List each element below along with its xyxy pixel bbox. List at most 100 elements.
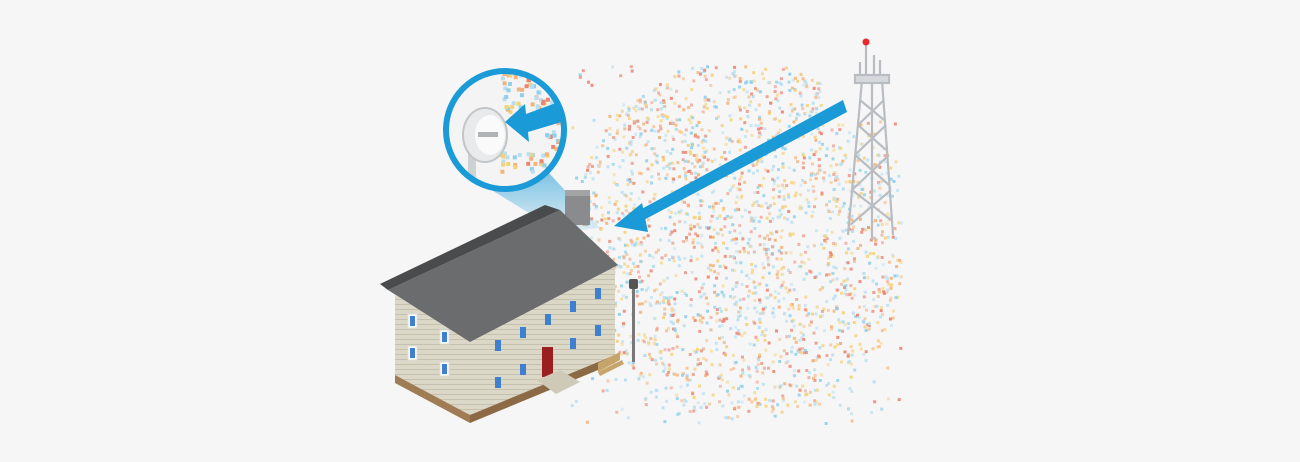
signal-dot [702,282,706,286]
signal-dot [889,166,893,170]
signal-dot [835,305,839,309]
signal-dot [662,296,666,300]
signal-dot [709,268,713,272]
signal-dot [824,422,828,425]
signal-dot [878,186,882,190]
signal-dot [821,309,824,313]
signal-dot [784,286,788,290]
signal-dot [637,196,641,200]
signal-dot [867,324,871,328]
signal-dot [500,76,505,81]
signal-dot [625,146,629,150]
signal-dot [718,163,722,167]
signal-dot [644,336,648,340]
signal-dot [870,410,874,414]
signal-dot [551,145,556,149]
signal-dot [645,116,649,120]
signal-dot [645,180,649,184]
signal-dot [691,116,695,120]
signal-dot [897,398,901,402]
signal-dot [659,238,662,242]
signal-dot [750,400,754,404]
signal-dot [660,261,663,265]
signal-dot [767,138,770,142]
signal-dot [873,400,877,404]
signal-dot [585,420,589,424]
signal-dot [748,103,752,107]
signal-dot [878,165,882,169]
signal-dot [706,275,710,279]
signal-dot [563,152,564,157]
signal-dot [678,118,682,122]
signal-dot [862,193,866,197]
signal-dot [703,292,707,296]
signal-dot [805,198,809,202]
signal-dot [715,247,719,251]
signal-dot [813,379,817,382]
signal-dot [612,149,616,152]
signal-dot [873,304,877,308]
signal-dot [639,241,643,244]
signal-dot [631,361,635,365]
signal-dot [800,206,804,210]
signal-dot [738,188,742,192]
signal-dot [763,334,767,337]
signal-dot [513,75,518,80]
signal-dot [665,173,669,177]
signal-dot [643,354,647,358]
signal-dot [629,192,633,195]
signal-dot [623,230,627,234]
signal-dot [860,230,864,234]
signal-dot [606,154,610,158]
signal-dot [820,314,824,318]
signal-dot [647,352,651,356]
signal-dot [858,183,862,187]
signal-dot [771,360,775,364]
signal-dot [705,168,709,172]
signal-dot [815,107,819,111]
signal-dot [811,210,815,214]
signal-dot [896,189,900,193]
signal-dot [689,227,693,231]
signal-dot [793,400,797,404]
signal-dot [670,307,674,310]
signal-dot [844,284,848,288]
signal-dot [889,276,893,280]
signal-dot [756,185,760,189]
signal-dot [862,271,866,275]
signal-dot [678,257,682,261]
signal-dot [708,263,712,267]
signal-dot [730,215,734,219]
signal-dot [833,188,837,191]
signal-dot [703,134,707,138]
signal-dot [646,218,650,222]
signal-dot [776,131,780,135]
signal-dot [727,416,731,420]
signal-dot [893,227,897,231]
signal-dot [837,318,841,322]
signal-dot [814,358,818,362]
signal-dot [840,360,843,364]
signal-dot [685,374,689,378]
signal-dot [724,143,728,146]
signal-dot [873,163,877,167]
signal-dot [699,72,702,76]
signal-dot [588,200,592,204]
signal-dot [657,91,660,95]
signal-dot [626,272,630,276]
signal-dot [757,358,761,362]
signal-dot [689,131,693,135]
signal-dot [589,171,593,175]
signal-dot [686,143,690,147]
signal-dot [711,393,715,397]
signal-dot [637,302,641,306]
signal-dot [518,105,523,110]
signal-dot [568,100,572,104]
signal-dot [824,240,828,244]
signal-dot [684,174,687,178]
signal-dot [856,180,860,184]
signal-dot [691,316,695,320]
signal-dot [594,156,598,160]
signal-dot [725,136,729,140]
signal-dot [788,314,792,318]
